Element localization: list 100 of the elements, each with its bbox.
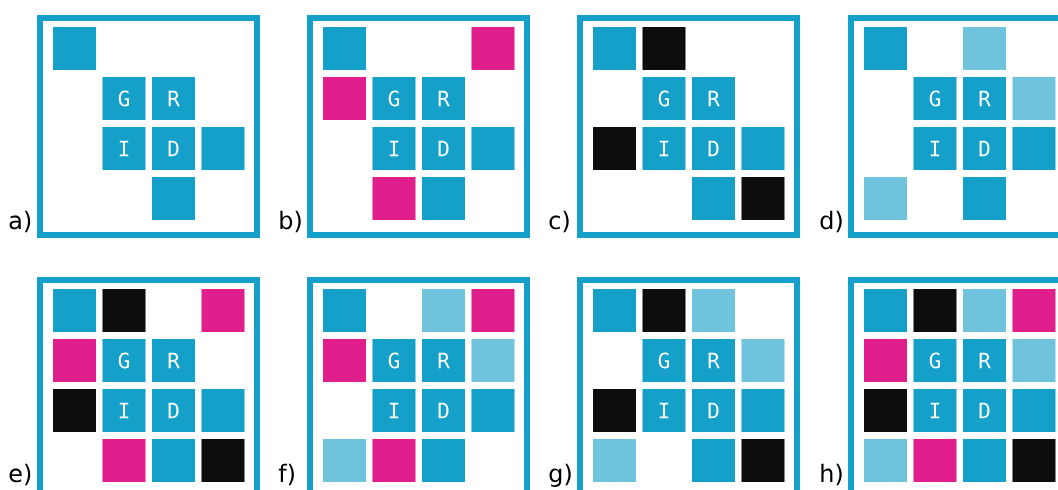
letter-tile: D [422,127,465,170]
square [323,289,366,332]
panel-frame [37,15,260,238]
square [963,289,1006,332]
square [593,389,636,432]
square [593,27,636,70]
square [692,177,735,220]
square [864,177,907,220]
letter-tile: R [963,339,1006,382]
square [593,439,636,482]
square [864,289,907,332]
square [152,177,195,220]
square [471,389,515,432]
letter-tile: G [102,339,146,382]
letter-tile: D [963,389,1006,432]
square [372,439,416,482]
square [323,77,366,120]
square [741,339,785,382]
square [422,177,465,220]
panel-frame [848,277,1058,490]
panel-label: f) [278,463,294,486]
square [471,339,515,382]
panel-label: e) [9,463,31,486]
panel-label: a) [9,210,31,233]
panel-frame [307,15,530,238]
letter-tile: R [152,77,195,120]
letter-tile: R [422,77,465,120]
square [1012,127,1056,170]
letter-tile: D [422,389,465,432]
square [323,439,366,482]
square [1012,339,1056,382]
square [1012,289,1056,332]
square [372,177,416,220]
square [864,389,907,432]
panel-label: d) [820,210,842,233]
square [741,177,785,220]
square [593,127,636,170]
letter-tile: R [692,77,735,120]
square [963,439,1006,482]
square [323,27,366,70]
letter-tile: G [642,339,686,382]
square [741,127,785,170]
square [471,127,515,170]
square [593,289,636,332]
letter-tile: R [152,339,195,382]
panel-frame [577,277,800,490]
letter-tile: I [102,127,146,170]
square [323,339,366,382]
panel-label: h) [821,463,842,486]
square [642,289,686,332]
square [864,339,907,382]
square [201,389,245,432]
square [53,339,96,382]
panel-frame [577,15,800,238]
letter-tile: I [642,127,686,170]
square [1012,389,1056,432]
panel-frame [848,15,1058,238]
panel-label: c) [549,210,569,233]
square [692,289,735,332]
square [741,439,785,482]
square [102,289,146,332]
letter-tile: R [963,77,1006,120]
square [913,439,957,482]
letter-tile: G [372,77,416,120]
letter-tile: G [372,339,416,382]
letter-tile: I [102,389,146,432]
square [963,177,1006,220]
letter-tile: D [152,389,195,432]
panel-label: g) [549,463,571,487]
square [864,439,907,482]
square [864,27,907,70]
square [913,289,957,332]
square [963,27,1006,70]
letter-tile: D [152,127,195,170]
letter-tile: I [372,389,416,432]
panel-frame [37,277,260,490]
square [741,389,785,432]
panel-frame [307,277,530,490]
square [152,439,195,482]
letter-tile: D [692,127,735,170]
letter-tile: G [102,77,146,120]
square [1012,439,1056,482]
square [692,439,735,482]
letter-tile: I [372,127,416,170]
letter-tile: G [913,339,957,382]
square [102,439,146,482]
square [201,289,245,332]
letter-tile: I [642,389,686,432]
square [53,289,96,332]
square [53,389,96,432]
square [422,289,465,332]
letter-tile: R [422,339,465,382]
square [53,27,96,70]
square [201,127,245,170]
letter-tile: D [692,389,735,432]
letter-tile: D [963,127,1006,170]
letter-tile: R [692,339,735,382]
panel-label: b) [280,210,301,233]
square [471,27,515,70]
square [642,27,686,70]
